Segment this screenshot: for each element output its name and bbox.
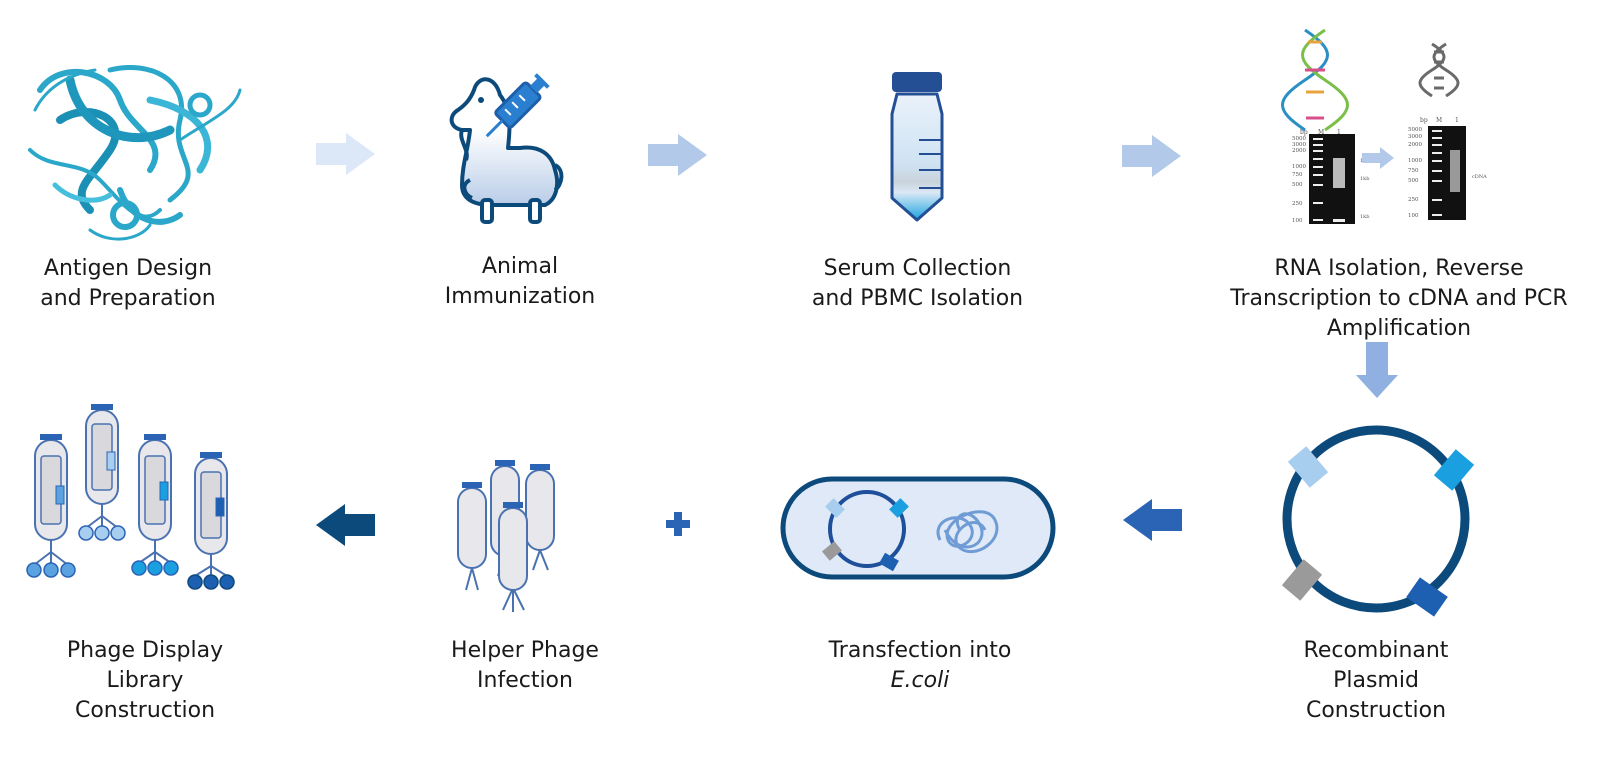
svg-text:100: 100 [1292, 218, 1303, 224]
gel-right-header-m: M [1436, 117, 1442, 124]
step-label-phage-display: Phage Display Library Construction [66, 638, 224, 723]
step-label-antigen-design: Antigen Design and Preparation [40, 256, 216, 311]
llama-immunization-icon [449, 73, 564, 224]
gel-left-header-lane: 1 [1337, 129, 1341, 136]
arrow-right-icon [648, 134, 707, 176]
protein-structure-icon [28, 64, 242, 241]
svg-text:250: 250 [1292, 201, 1303, 207]
step-label-recombinant-plasmid: Recombinant Plasmid Construction [1303, 638, 1449, 723]
gel-right: bp M 1 5000 3000 2000 1000 750 500 250 1… [1408, 117, 1487, 220]
svg-text:500: 500 [1292, 182, 1303, 188]
svg-text:3000: 3000 [1292, 142, 1306, 148]
gel-right-header-bp: bp [1420, 117, 1428, 124]
gel-right-ladder: 5000 3000 2000 1000 750 500 250 100 [1408, 127, 1422, 219]
svg-text:750: 750 [1408, 168, 1419, 174]
dna-small-icon [1418, 42, 1460, 98]
svg-text:1kb: 1kb [1360, 176, 1369, 182]
svg-text:750: 750 [1292, 172, 1303, 178]
gel-left: bp M 1 5000 3000 2000 1000 750 500 250 1… [1292, 129, 1369, 224]
svg-text:1000: 1000 [1292, 164, 1306, 170]
gel-right-band-label: cDNA [1472, 174, 1487, 180]
dna-helix-icon [1281, 28, 1349, 132]
svg-text:250: 250 [1408, 197, 1419, 203]
helper-phage-icon [457, 460, 555, 612]
svg-text:3000: 3000 [1408, 134, 1422, 140]
svg-text:2000: 2000 [1408, 142, 1422, 148]
gel-left-header-m: M [1318, 129, 1324, 136]
arrow-right-icon [316, 133, 375, 175]
gel-left-header-bp: bp [1300, 129, 1308, 136]
centrifuge-tube-icon [890, 72, 944, 222]
ecoli-cell-icon [780, 476, 1056, 580]
gel-left-ladder: 5000 3000 2000 1000 750 500 250 100 [1292, 136, 1306, 224]
arrow-left-icon [316, 504, 375, 546]
svg-text:5000: 5000 [1408, 127, 1422, 133]
step-label-serum-collection: Serum Collection and PBMC Isolation [811, 256, 1024, 311]
step-label-animal-immunization: Animal Immunization [444, 254, 596, 309]
chromosome-icon [936, 510, 999, 554]
arrow-right-small-icon [1362, 147, 1394, 169]
phage-library-icon [26, 404, 235, 590]
svg-text:5000: 5000 [1292, 136, 1306, 142]
arrow-left-icon [1123, 499, 1182, 541]
svg-text:500: 500 [1408, 178, 1419, 184]
svg-text:1000: 1000 [1408, 158, 1422, 164]
gel-right-header-lane: 1 [1455, 117, 1459, 124]
step-label-transfection: Transfection into E.coli [828, 638, 1012, 693]
arrow-right-icon [1122, 135, 1181, 177]
svg-text:100: 100 [1408, 213, 1419, 219]
svg-text:1kb: 1kb [1360, 214, 1369, 220]
arrow-down-icon [1356, 342, 1398, 398]
step-label-rna-isolation: RNA Isolation, Reverse Transcription to … [1230, 256, 1568, 341]
plasmid-icon [1281, 425, 1475, 617]
step-label-helper-phage: Helper Phage Infection [451, 638, 599, 693]
plus-icon [666, 512, 690, 536]
svg-text:2000: 2000 [1292, 148, 1306, 154]
